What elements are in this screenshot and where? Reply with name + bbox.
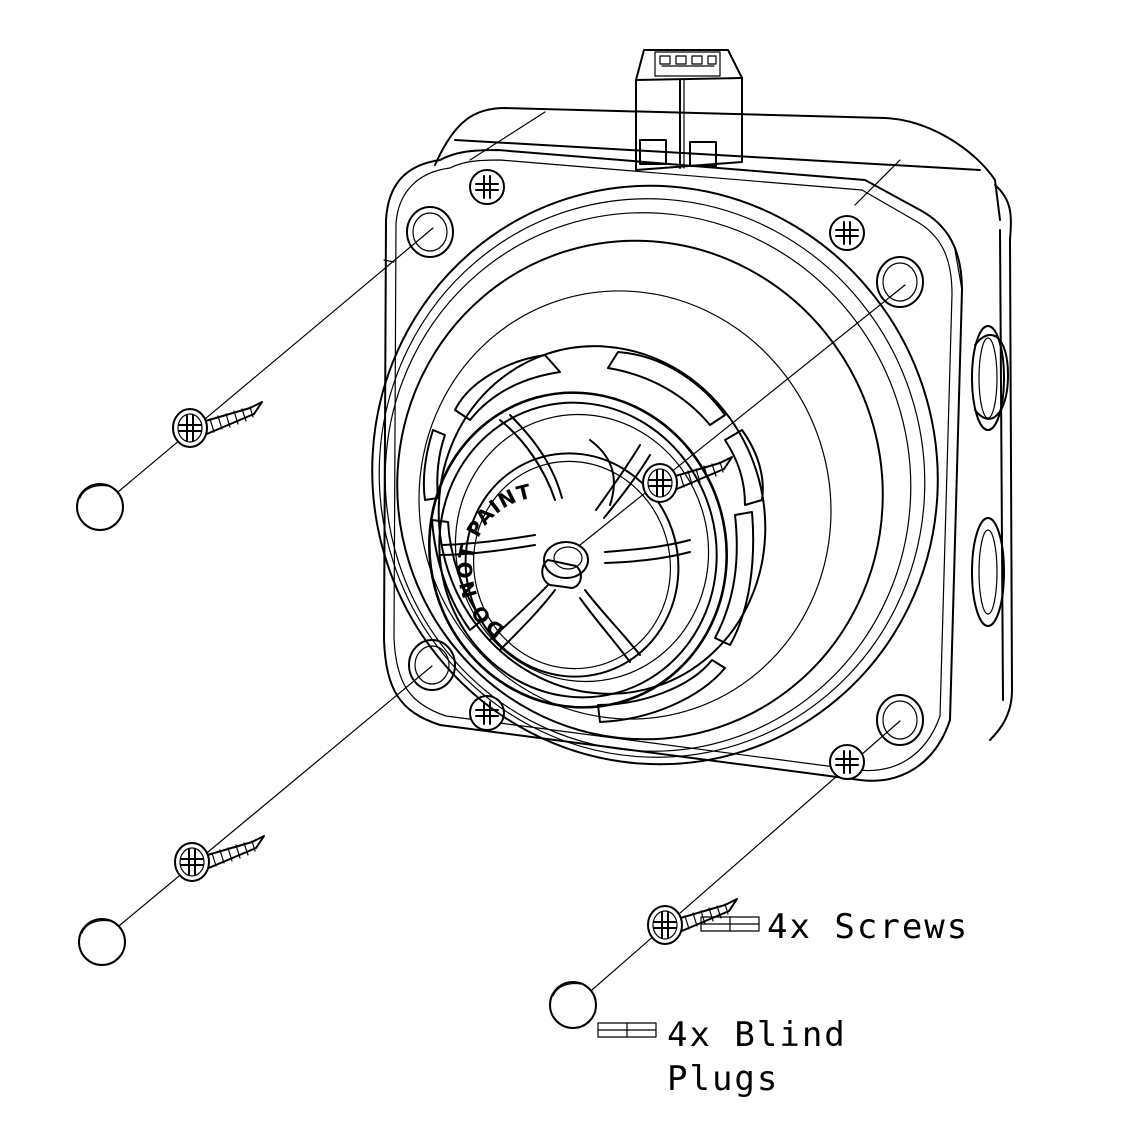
lid-screw-icon (829, 744, 865, 780)
legend-plugs-swatch-icon (597, 1022, 657, 1038)
blind-plug-icon (76, 483, 124, 531)
assembly-guide-lines (99, 227, 906, 1004)
vent-slots (422, 351, 764, 723)
legend-blind-plugs: 4x Blind Plugs (597, 1015, 847, 1099)
screws (172, 401, 738, 945)
legend-screws-swatch-icon (700, 916, 760, 932)
legend-plugs-label-line2: Plugs (667, 1059, 779, 1099)
parts-legend: 4x Screws 4x Blind Plugs (597, 907, 969, 1099)
lid-screw-icon (469, 169, 505, 205)
blind-plug-icon (78, 918, 126, 966)
housing (383, 107, 1013, 782)
mounting-hole (876, 256, 924, 308)
terminal-connector (635, 49, 743, 171)
do-not-paint-text: DO NOT PAINT (453, 479, 533, 643)
blind-plugs (76, 483, 597, 1029)
legend-screws: 4x Screws (700, 907, 969, 947)
screw-icon (647, 898, 738, 945)
legend-plugs-label-line1: 4x Blind (667, 1015, 847, 1055)
blind-plug-icon (549, 981, 597, 1029)
mounting-hole (406, 206, 454, 258)
mounting-hole (876, 694, 924, 746)
lid-screw-icon (829, 215, 865, 251)
legend-screws-label: 4x Screws (767, 907, 969, 947)
do-not-paint-label: DO NOT PAINT (453, 479, 534, 643)
indicator-led-icon (541, 541, 589, 589)
